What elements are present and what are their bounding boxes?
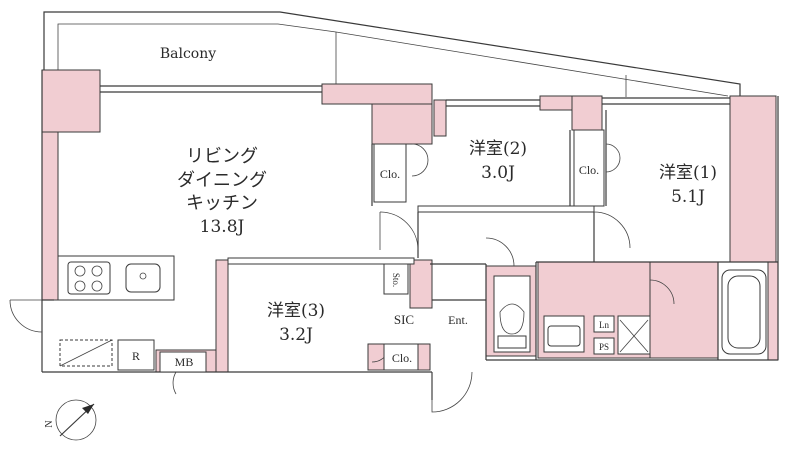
- closet-label-room1: Clo.: [579, 163, 599, 177]
- fridge-label: R: [132, 349, 140, 363]
- room2-name: 洋室(2): [469, 139, 527, 159]
- living-label-line2: ダイニング: [177, 170, 267, 191]
- room3-name: 洋室(3): [267, 301, 325, 321]
- closets: [117, 129, 605, 373]
- shoe-storage-label: Sto.: [391, 273, 401, 287]
- room3-area: 3.2J: [279, 325, 313, 345]
- room1-name: 洋室(1): [659, 163, 717, 183]
- closet-label-room3: Clo.: [392, 351, 412, 365]
- laundry-label: Ln: [599, 320, 609, 330]
- living-label-line1: リビング: [186, 146, 258, 167]
- north-compass-icon: [55, 399, 97, 441]
- closet-label-room2: Clo.: [380, 167, 400, 181]
- sic-label: SIC: [394, 312, 414, 327]
- interior-walls: [227, 110, 778, 360]
- ps-label: PS: [599, 342, 609, 352]
- bath-fixtures: [493, 269, 767, 355]
- living-area: 13.8J: [200, 217, 245, 237]
- room2-area: 3.0J: [481, 163, 515, 183]
- kitchen-counter: [57, 255, 175, 367]
- mb-label: MB: [175, 355, 194, 369]
- balcony: [43, 11, 741, 97]
- living-label-line3: キッチン: [186, 193, 258, 214]
- north-label: N: [44, 420, 55, 427]
- wall-blocks: [41, 69, 779, 373]
- entrance-label: Ent.: [448, 313, 468, 327]
- room1-area: 5.1J: [671, 187, 705, 207]
- balcony-label: Balcony: [160, 46, 216, 62]
